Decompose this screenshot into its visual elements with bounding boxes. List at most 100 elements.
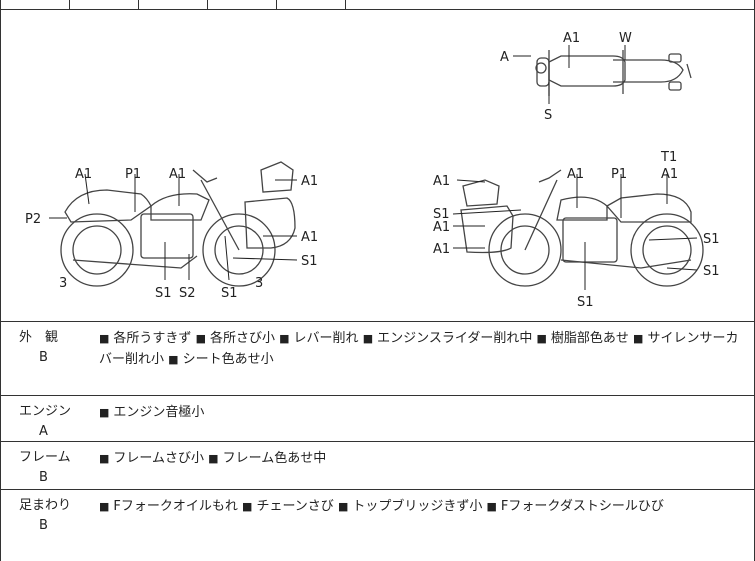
rear-wheel	[630, 213, 704, 287]
grade-label: B	[39, 470, 48, 485]
condition-item: ■トップブリッジきず小	[338, 499, 482, 514]
rear-fender-seat	[605, 193, 692, 223]
label-left-a1-seat: A1	[169, 167, 186, 182]
label-right-a1-seat: A1	[661, 167, 678, 182]
condition-item: ■各所うすきず	[99, 331, 191, 346]
rear-fender-seat	[64, 189, 152, 223]
label-left-a1-case: A1	[301, 230, 318, 245]
condition-row-exterior: 外 観 B ■各所うすきず ■各所さび小 ■レバー削れ ■エンジンスライダー削れ…	[1, 322, 754, 396]
bullet-icon: ■	[99, 452, 110, 465]
right-side-motorcycle	[460, 169, 704, 287]
category-cell: 外 観 B	[19, 328, 79, 368]
rear-wheel-rim	[642, 225, 692, 275]
condition-item: ■樹脂部色あせ	[536, 331, 628, 346]
label-left-p2: P2	[25, 212, 41, 227]
label-right-a1-top: A1	[433, 174, 450, 189]
condition-item-text: 各所さび小	[209, 331, 275, 346]
label-right-s1-left: S1	[433, 207, 450, 222]
bullet-icon: ■	[362, 332, 374, 345]
label-right-p1: P1	[611, 167, 627, 182]
front-fork	[200, 179, 240, 251]
handlebar	[192, 169, 218, 183]
items-cell: ■Fフォークオイルもれ ■チェーンさび ■トップブリッジきず小 ■Fフォークダス…	[99, 496, 748, 517]
leader-line	[456, 179, 486, 183]
bullet-icon: ■	[536, 332, 547, 345]
leader-line	[232, 257, 298, 261]
fuel-tank	[150, 193, 210, 221]
condition-item: ■フレーム色あせ中	[208, 451, 326, 466]
exhaust	[72, 255, 198, 269]
label-top-s: S	[544, 108, 552, 123]
grade-label: B	[39, 518, 48, 533]
label-left-s1-rear: S1	[221, 286, 238, 301]
label-right-s1-bottom: S1	[577, 295, 594, 310]
label-right-a1-tank: A1	[567, 167, 584, 182]
label-left-s1-bottom: S1	[155, 286, 172, 301]
header-cell	[277, 0, 346, 9]
engine	[140, 213, 194, 259]
bullet-icon: ■	[633, 332, 644, 345]
bullet-icon: ■	[195, 332, 206, 345]
condition-item-text: 樹脂部色あせ	[550, 331, 629, 346]
motorcycle-diagram-svg: A1 W A S	[25, 31, 720, 310]
left-side-motorcycle	[60, 161, 296, 287]
condition-item-text: フレーム色あせ中	[222, 451, 327, 466]
front-wheel-rim	[214, 225, 264, 275]
condition-table: 外 観 B ■各所うすきず ■各所さび小 ■レバー削れ ■エンジンスライダー削れ…	[0, 321, 755, 561]
top-view-seat	[613, 59, 684, 83]
header-cell	[1, 0, 70, 9]
condition-item-text: エンジンスライダー削れ中	[377, 331, 533, 346]
label-left-p1: P1	[125, 167, 141, 182]
leader-line	[452, 209, 522, 215]
label-left-s1-right: S1	[301, 254, 318, 269]
bullet-icon: ■	[99, 500, 110, 513]
exhaust	[560, 259, 692, 269]
header-cell	[208, 0, 277, 9]
bullet-icon: ■	[486, 500, 497, 513]
condition-item-text: レバー削れ	[293, 331, 359, 346]
items-cell: ■エンジン音極小	[99, 402, 748, 423]
engine	[562, 217, 618, 263]
bullet-icon: ■	[242, 500, 253, 513]
condition-item-text: サイレンサーカバー削れ小	[99, 331, 739, 367]
front-fork	[524, 179, 558, 251]
grade-label: A	[39, 424, 48, 439]
side-case	[460, 205, 514, 254]
label-top-w: W	[619, 31, 632, 46]
condition-item: ■チェーンさび	[242, 499, 334, 514]
label-right-s1-r2: S1	[703, 264, 720, 279]
label-right-a1-low: A1	[433, 242, 450, 257]
top-view-footpeg	[668, 81, 682, 91]
condition-row-suspension: 足まわり B ■Fフォークオイルもれ ■チェーンさび ■トップブリッジきず小 ■…	[1, 490, 754, 561]
items-cell: ■フレームさび小 ■フレーム色あせ中	[99, 448, 748, 469]
top-case	[462, 179, 500, 207]
grade-label: B	[39, 350, 48, 365]
category-label: フレーム	[19, 450, 71, 465]
label-right-a1-mid: A1	[433, 220, 450, 235]
condition-item: ■各所さび小	[196, 331, 275, 346]
leader-line	[84, 173, 90, 205]
label-left-num-right: 3	[255, 276, 263, 291]
condition-item-text: シート色あせ小	[182, 352, 274, 367]
header-cell	[139, 0, 208, 9]
front-wheel	[488, 213, 562, 287]
items-cell: ■各所うすきず ■各所さび小 ■レバー削れ ■エンジンスライダー削れ中 ■樹脂部…	[99, 328, 748, 370]
fuel-tank	[556, 196, 608, 221]
label-left-a1-tank: A1	[75, 167, 92, 182]
category-cell: 足まわり B	[19, 496, 79, 536]
condition-item-text: 各所うすきず	[113, 331, 192, 346]
label-right-t1: T1	[660, 150, 677, 165]
bullet-icon: ■	[208, 452, 219, 465]
condition-item: ■サイレンサーカバー削れ小	[99, 331, 738, 367]
rear-wheel-rim	[72, 225, 122, 275]
handlebar	[538, 169, 562, 183]
condition-row-frame: フレーム B ■フレームさび小 ■フレーム色あせ中	[1, 442, 754, 490]
condition-item-text: エンジン音極小	[113, 405, 205, 420]
condition-item: ■エンジン音極小	[99, 405, 204, 420]
label-top-a: A	[500, 50, 509, 65]
category-cell: フレーム B	[19, 448, 79, 488]
top-case	[260, 161, 294, 193]
top-view-tail	[686, 63, 692, 79]
condition-item: ■シート色あせ小	[168, 352, 273, 367]
